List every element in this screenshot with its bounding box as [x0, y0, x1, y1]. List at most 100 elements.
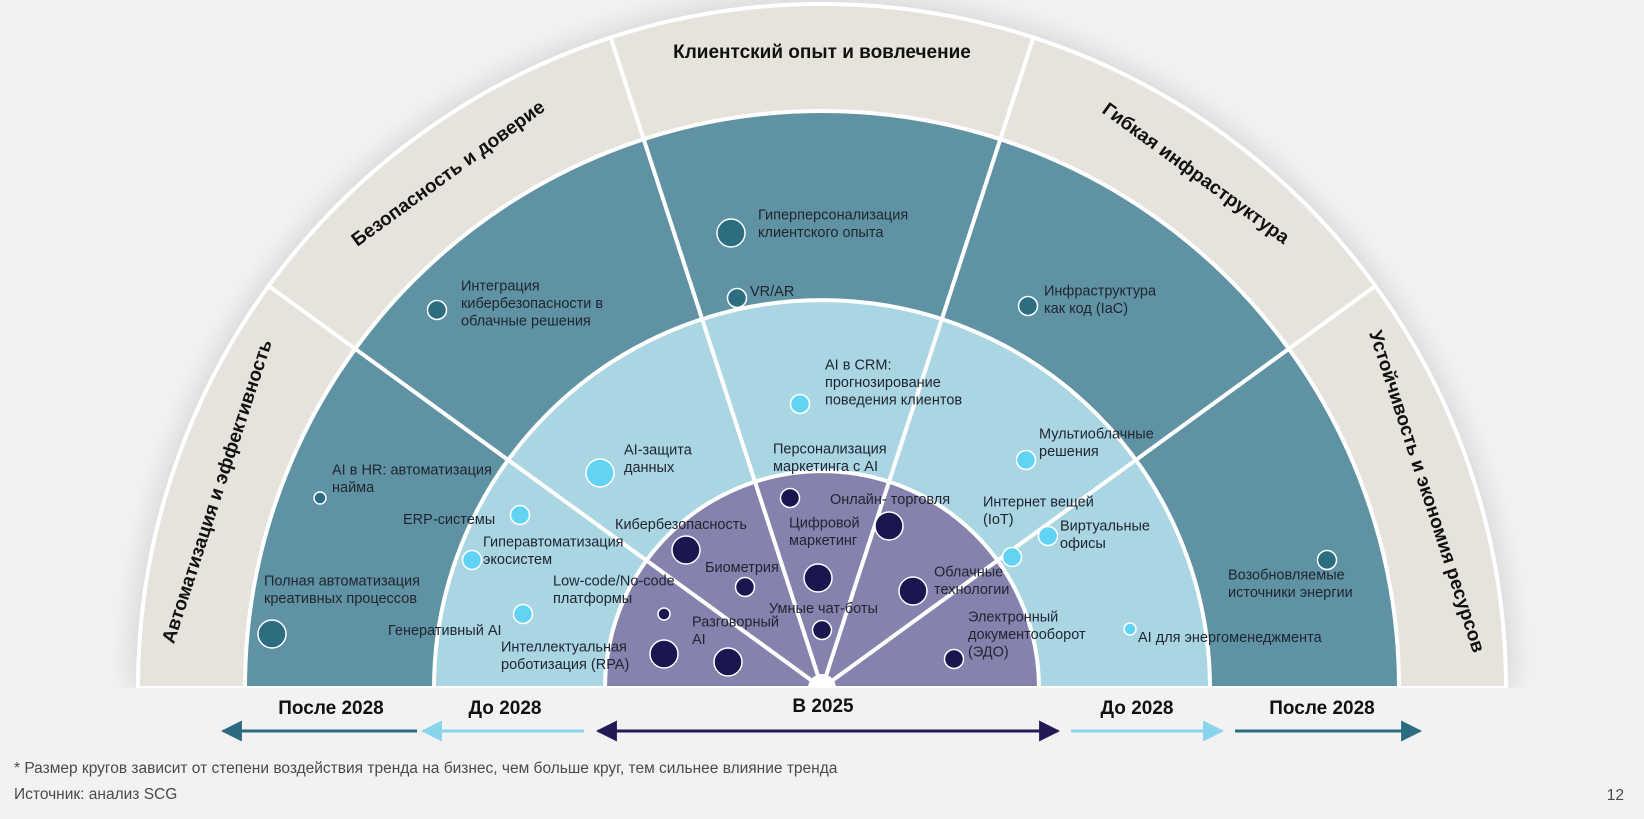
- sector-divider: [265, 283, 814, 683]
- trend-label: Интернет вещей(IoT): [983, 494, 1094, 528]
- horizon-label-right-outer: После 2028: [1269, 698, 1375, 719]
- trend-chatbots: Умные чат-боты: [769, 601, 878, 641]
- trend-dot: [1017, 295, 1039, 317]
- trend-dot: [585, 458, 615, 488]
- trend-iot: Интернет вещей(IoT): [983, 494, 1094, 568]
- trend-label: Кибербезопасность: [615, 517, 747, 533]
- trend-dot: [943, 648, 965, 670]
- trend-dot: [1123, 622, 1137, 636]
- sector-divider: [823, 34, 1036, 678]
- trend-dot: [512, 603, 534, 625]
- trend-dot: [803, 563, 833, 593]
- trend-label: Онлайн- торговля: [830, 492, 950, 508]
- trend-dot: [657, 607, 671, 621]
- trend-ecommerce: Онлайн- торговля: [830, 492, 950, 541]
- trend-dot: [1316, 549, 1338, 571]
- trend-dot: [898, 576, 928, 606]
- horizon-label-left-middle: До 2028: [468, 698, 542, 719]
- trend-label: AI для энергоменеджмента: [1138, 630, 1323, 646]
- trend-erp: ERP-системы: [403, 504, 531, 528]
- trend-dot: [671, 535, 701, 565]
- trend-dot: [811, 619, 833, 641]
- trend-dot: [1001, 546, 1023, 568]
- trend-dot: [726, 287, 748, 309]
- trend-dot: [1015, 449, 1037, 471]
- trend-label: Генеративный AI: [388, 623, 502, 639]
- horizon-rings: [108, 0, 1536, 728]
- trend-dot: [713, 647, 743, 677]
- sector-divider: [608, 34, 821, 678]
- sector-dividers: [265, 34, 1379, 688]
- trend-label: VR/AR: [750, 284, 794, 300]
- trend-label: Умные чат-боты: [769, 601, 878, 617]
- sector-title: Клиентский опыт и вовлечение: [673, 42, 971, 63]
- trend-cybersecurity: Кибербезопасность: [615, 517, 747, 565]
- trend-dot: [1037, 525, 1059, 547]
- trend-dot: [716, 218, 746, 248]
- trend-dot: [779, 487, 801, 509]
- trend-dot: [313, 491, 327, 505]
- page-number: 12: [1606, 787, 1624, 804]
- horizon-label-center: В 2025: [792, 696, 854, 717]
- trend-energy-management: AI для энергоменеджмента: [1123, 622, 1323, 646]
- trend-dot: [461, 549, 483, 571]
- trend-vr-ar: VR/AR: [726, 284, 794, 309]
- trend-label: Биометрия: [705, 560, 779, 576]
- trend-label: ERP-системы: [403, 512, 495, 528]
- trend-dot: [649, 639, 679, 669]
- trend-dot: [426, 299, 448, 321]
- source-note: Источник: анализ SCG: [14, 786, 178, 803]
- trend-dot: [734, 576, 756, 598]
- sector-divider: [830, 283, 1379, 683]
- footnote: * Размер кругов зависит от степени возде…: [14, 760, 838, 777]
- trend-biometrics: Биометрия: [705, 560, 779, 598]
- horizon-label-left-outer: После 2028: [278, 698, 384, 719]
- trend-dot: [874, 511, 904, 541]
- trend-gen-ai: Генеративный AI: [388, 603, 534, 639]
- trend-dot: [789, 393, 811, 415]
- center-hub: [808, 674, 836, 688]
- trend-dot: [509, 504, 531, 526]
- horizon-label-right-middle: До 2028: [1100, 698, 1174, 719]
- trend-dot: [257, 619, 287, 649]
